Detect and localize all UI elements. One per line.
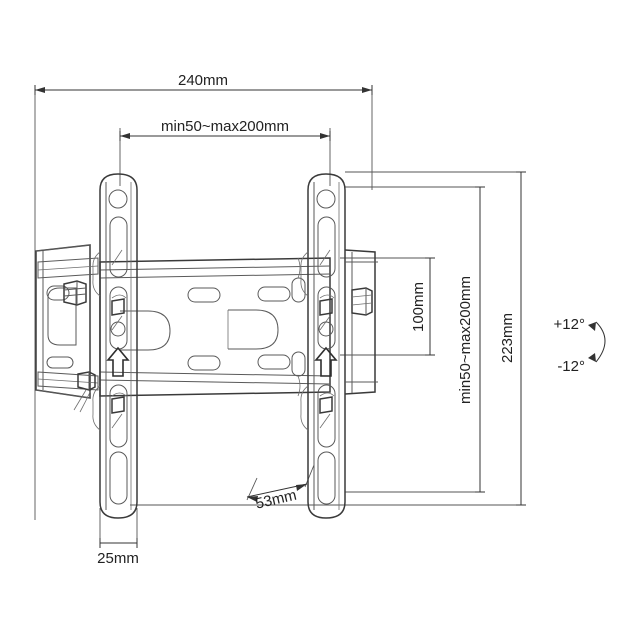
dim-label-rail-width: 25mm [97,550,139,567]
dim-label-overall-width: 240mm [178,72,228,89]
dimension-vesa-height: min50~max200mm [457,186,485,493]
dimension-overall-width: 240mm [34,72,373,95]
plate-edge-tabs [291,257,306,397]
arrowhead-left [247,496,258,502]
tilt-label-up: +12° [554,316,585,333]
arrowhead-left [120,133,130,139]
tilt-label-down: -12° [557,358,585,375]
tilt-arc-icon [595,321,606,363]
tilt-arrowhead-up [588,322,596,331]
dim-label-vesa-height: min50~max200mm [457,276,474,404]
up-arrow-icon [106,346,130,377]
arrowhead-right [362,87,372,93]
dimension-rail-width: 25mm [97,538,139,567]
up-arrow-icon [314,346,338,377]
dim-label-vesa-width: min50~max200mm [161,118,289,135]
arrowhead-left [35,87,45,93]
right-vertical-rail [307,173,346,519]
arrowhead-right [320,133,330,139]
extension-lines [34,88,524,548]
left-vertical-rail [99,173,138,519]
dimension-vesa-inner-height: 100mm [410,257,435,356]
right-tilt-bracket [344,249,378,395]
tilt-angle-indicator: +12° -12° [554,316,606,375]
wall-plate-assembly [35,244,99,413]
dimension-overall-height: 223mm [499,171,526,506]
dim-label-vesa-inner-height: 100mm [410,282,427,332]
dimension-vesa-width: min50~max200mm [119,118,331,141]
tilt-arrowhead-down [588,353,596,362]
dim-label-overall-height: 223mm [499,313,516,363]
arrowhead-right [296,484,307,491]
rail-side-flanges [92,251,309,431]
